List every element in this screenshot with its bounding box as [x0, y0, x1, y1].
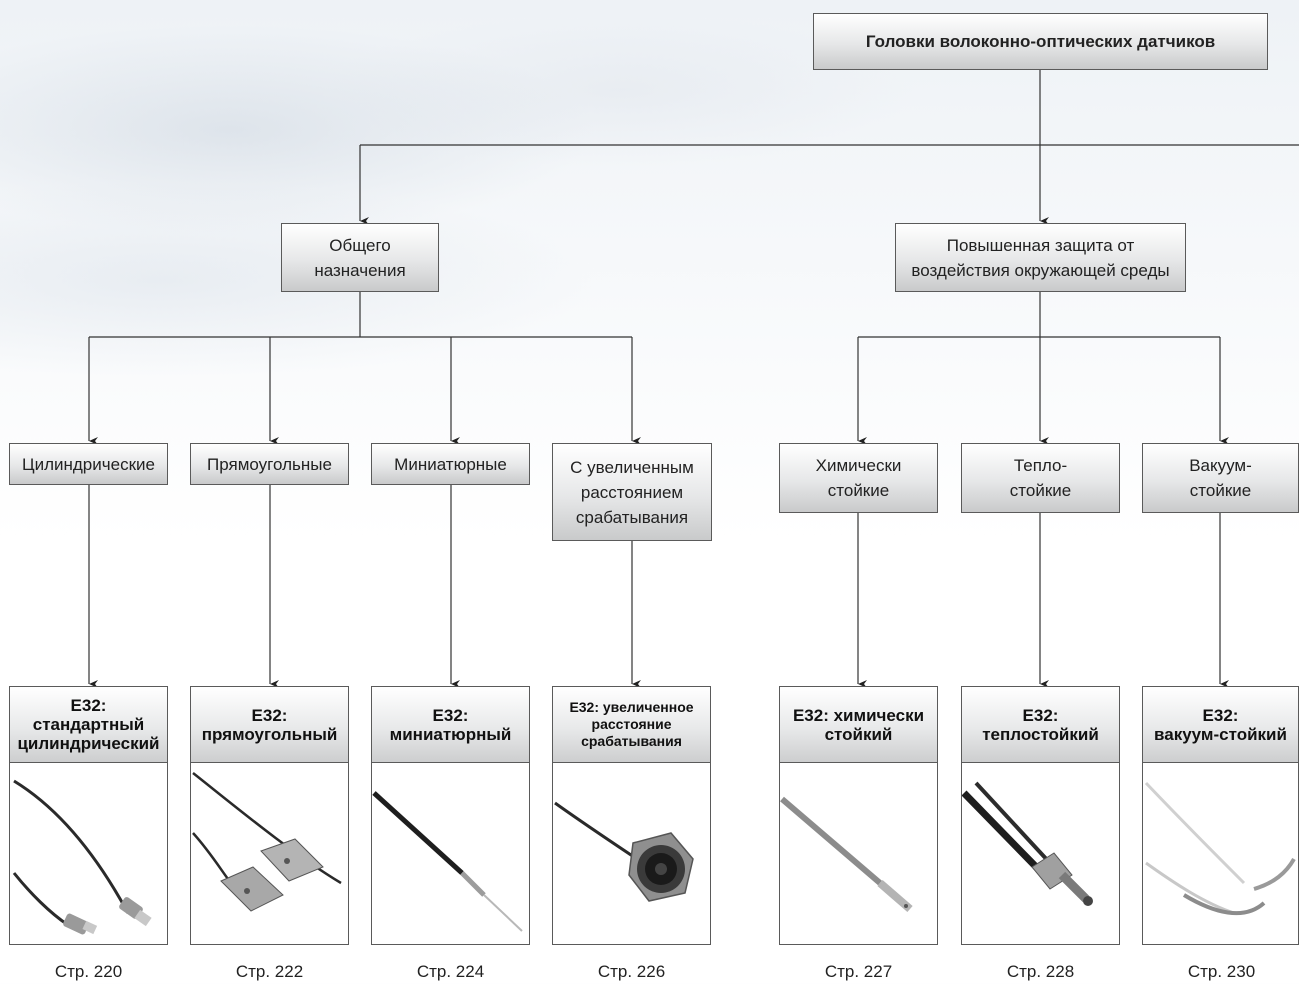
product-title: E32: вакуум-стойкий [1143, 687, 1298, 763]
group-environmental-protection: Повышенная защита от воздействия окружаю… [895, 223, 1186, 292]
product-card-chemical-resistant[interactable]: E32: химически стойкий [779, 686, 938, 945]
product-title: E32: миниатюрный [372, 687, 529, 763]
category-label: С увеличенным расстоянием срабатывания [570, 457, 694, 527]
group-label: Общего назначения [314, 235, 406, 280]
page-reference[interactable]: Стр. 224 [416, 962, 485, 981]
product-title: E32: увеличенное расстояние срабатывания [553, 687, 710, 763]
product-card-heat-resistant[interactable]: E32: теплостойкий [961, 686, 1120, 945]
category-label: Цилиндрические [22, 454, 155, 474]
long-distance-fiber-head-icon [554, 801, 694, 902]
product-title: E32: стандартный цилиндрический [10, 687, 167, 763]
category-label: Прямоугольные [207, 454, 332, 474]
category-label: Вакуум- стойкие [1189, 456, 1252, 500]
vacuum-resistant-fiber-icon [1144, 781, 1296, 916]
category-heat-resistant: Тепло- стойкие [961, 443, 1120, 513]
product-card-rectangular[interactable]: E32: прямоугольный [190, 686, 349, 945]
product-card-miniature[interactable]: E32: миниатюрный [371, 686, 530, 945]
root-label: Головки волоконно-оптических датчиков [865, 32, 1216, 51]
category-cylindrical: Цилиндрические [9, 443, 168, 485]
page-reference[interactable]: Стр. 222 [235, 962, 304, 981]
rectangular-fiber-heads-icon [192, 772, 342, 912]
product-card-vacuum-resistant[interactable]: E32: вакуум-стойкий [1142, 686, 1299, 945]
category-label: Химически стойкие [815, 456, 902, 500]
page-reference[interactable]: Стр. 227 [824, 962, 893, 981]
page-reference[interactable]: Стр. 220 [54, 962, 123, 981]
product-title: E32: теплостойкий [962, 687, 1119, 763]
category-label: Миниатюрные [394, 454, 507, 474]
product-title: E32: прямоугольный [191, 687, 348, 763]
category-label: Тепло- стойкие [1009, 456, 1072, 500]
category-long-distance: С увеличенным расстоянием срабатывания [552, 443, 712, 541]
category-vacuum-resistant: Вакуум- стойкие [1142, 443, 1299, 513]
cylindrical-fiber-heads-icon [12, 779, 152, 935]
page-reference[interactable]: Стр. 230 [1187, 962, 1256, 981]
category-chemical-resistant: Химически стойкие [779, 443, 938, 513]
page-reference[interactable]: Стр. 226 [597, 962, 666, 981]
category-rectangular: Прямоугольные [190, 443, 349, 485]
chemical-resistant-probe-icon [780, 796, 913, 913]
miniature-fiber-probe-icon [372, 791, 523, 932]
product-card-cylindrical[interactable]: E32: стандартный цилиндрический [9, 686, 168, 945]
product-card-long-distance[interactable]: E32: увеличенное расстояние срабатывания [552, 686, 711, 945]
page-reference[interactable]: Стр. 228 [1006, 962, 1075, 981]
category-miniature: Миниатюрные [371, 443, 530, 485]
group-label: Повышенная защита от воздействия окружаю… [911, 235, 1170, 280]
group-general-purpose: Общего назначения [281, 223, 439, 292]
root-node: Головки волоконно-оптических датчиков [813, 13, 1268, 70]
heat-resistant-fiber-head-icon [962, 781, 1093, 906]
product-title: E32: химически стойкий [780, 687, 937, 763]
